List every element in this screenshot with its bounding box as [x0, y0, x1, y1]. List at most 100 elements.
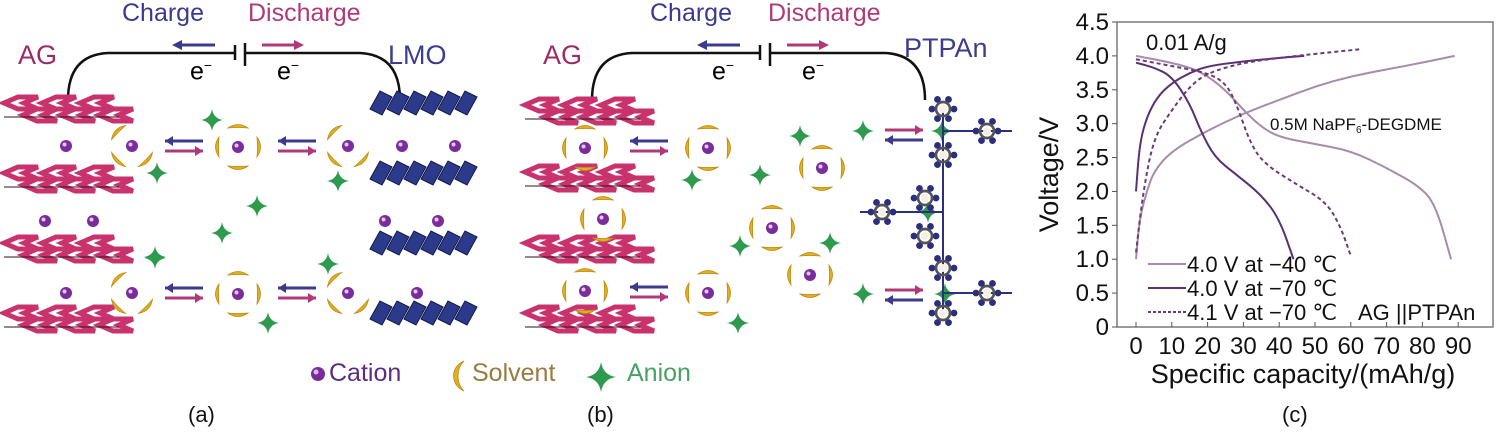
graphene-hexagon: [537, 108, 579, 126]
solvent-icon: [603, 279, 608, 303]
lmo-octahedron: [369, 300, 393, 326]
cation-icon: [449, 140, 461, 152]
cation-icon: [579, 142, 591, 154]
graphene-hexagon: [92, 176, 134, 194]
lmo-octahedron: [420, 90, 444, 116]
solvent-icon: [573, 309, 597, 314]
solvated-cation: [110, 271, 154, 315]
solvent-icon: [573, 125, 597, 130]
legend-label: 4.1 V at −70 ℃: [1187, 300, 1337, 325]
graphene-hexagon: [54, 316, 96, 334]
lmo-octahedron: [454, 230, 478, 256]
solvent-icon: [810, 186, 834, 191]
graphene-hexagon: [613, 108, 655, 126]
solvent-icon: [110, 124, 128, 142]
lmo-octahedron: [454, 90, 478, 116]
solvent-icon: [136, 150, 154, 168]
cation-icon: [816, 162, 828, 174]
cation-icon: [411, 287, 423, 299]
lmo-layer: [369, 90, 478, 116]
x-tick-label: 40: [1266, 333, 1293, 360]
discharge-arrow-head: [819, 40, 829, 50]
circuit-wire-left: [590, 51, 760, 101]
lmo-octahedron: [386, 300, 410, 326]
lmo-octahedron: [403, 160, 427, 186]
x-axis-title: Specific capacity/(mAh/g): [1151, 359, 1456, 389]
solvent-icon: [799, 156, 804, 180]
schematic-drawing: [0, 40, 1012, 334]
legend-cation-label: Cation: [329, 359, 402, 387]
lmo-layer: [369, 230, 478, 256]
graphene-hexagon: [613, 316, 655, 334]
solvent-icon: [810, 145, 834, 150]
solvent-legend-icon: [453, 360, 465, 392]
solvent-icon: [352, 150, 370, 168]
solvent-icon: [110, 297, 128, 315]
lmo-octahedron: [386, 230, 410, 256]
legend-anion-label: Anion: [627, 359, 691, 387]
x-tick-label: 50: [1302, 333, 1329, 360]
cation-icon: [766, 222, 778, 234]
graphene-hexagon: [518, 304, 560, 322]
lmo-octahedron: [386, 160, 410, 186]
lmo-octahedron: [437, 90, 461, 116]
solvent-icon: [749, 216, 754, 240]
graphene-hexagon: [92, 316, 134, 334]
graphene-hexagon: [0, 164, 39, 182]
ptpan-ring: [928, 142, 958, 168]
lmo-octahedron: [454, 300, 478, 326]
anion-icon: [789, 125, 811, 147]
x-tick-label: 80: [1409, 333, 1436, 360]
solvent-icon: [787, 263, 792, 287]
solvent-icon: [828, 263, 833, 287]
solvent-icon: [326, 297, 344, 315]
lmo-octahedron: [386, 90, 410, 116]
solvent-icon: [840, 156, 845, 180]
graphene-hexagon: [537, 316, 579, 334]
x-tick-label: 10: [1158, 333, 1185, 360]
solvated-cation: [326, 124, 370, 168]
solvent-icon: [573, 268, 597, 273]
graphene-hexagon: [92, 106, 134, 124]
anion-icon: [317, 253, 339, 275]
lmo-octahedron: [369, 90, 393, 116]
graphene-hexagon: [16, 176, 58, 194]
graphene-hexagon: [16, 246, 58, 264]
solvated-cation: [749, 205, 795, 251]
solvated-cation: [685, 125, 731, 171]
cation-icon: [342, 140, 354, 152]
cation-icon: [60, 140, 72, 152]
ptpan-ring: [972, 280, 1002, 306]
lmo-octahedron: [369, 160, 393, 186]
anode-label-b: AG: [543, 40, 583, 70]
graphene-hexagon: [575, 246, 617, 264]
anion-icon: [729, 235, 751, 257]
anion-icon: [749, 164, 771, 186]
lmo-octahedron: [369, 230, 393, 256]
solvent-icon: [760, 205, 784, 210]
solvated-cation: [562, 268, 608, 314]
solvent-icon: [326, 124, 344, 142]
cation-icon: [126, 140, 138, 152]
series-1-discharge-line: [1135, 61, 1295, 260]
series-1-charge-line: [1135, 54, 1305, 192]
solvent-icon: [621, 207, 626, 231]
y-tick-label: 1.0: [1076, 246, 1109, 273]
anion-icon: [246, 195, 268, 217]
cation-icon: [396, 140, 408, 152]
current-density-label: 0.01 A/g: [1146, 30, 1227, 55]
exchange-arrows: [165, 136, 203, 156]
anion-icon: [146, 162, 168, 184]
solvent-icon: [790, 216, 795, 240]
caption-a: (a): [188, 402, 215, 427]
solvent-icon: [580, 207, 585, 231]
exchange-arrows: [885, 285, 923, 305]
graphene-layer: [518, 96, 655, 126]
graphene-layer: [518, 234, 655, 264]
ptpan-ring: [928, 255, 958, 281]
x-tick-label: 30: [1230, 333, 1257, 360]
legend-label: 4.0 V at −40 ℃: [1187, 252, 1337, 277]
graphene-hexagon: [92, 246, 134, 264]
solvent-icon: [591, 237, 615, 242]
circuit-wire-right: [245, 51, 402, 101]
